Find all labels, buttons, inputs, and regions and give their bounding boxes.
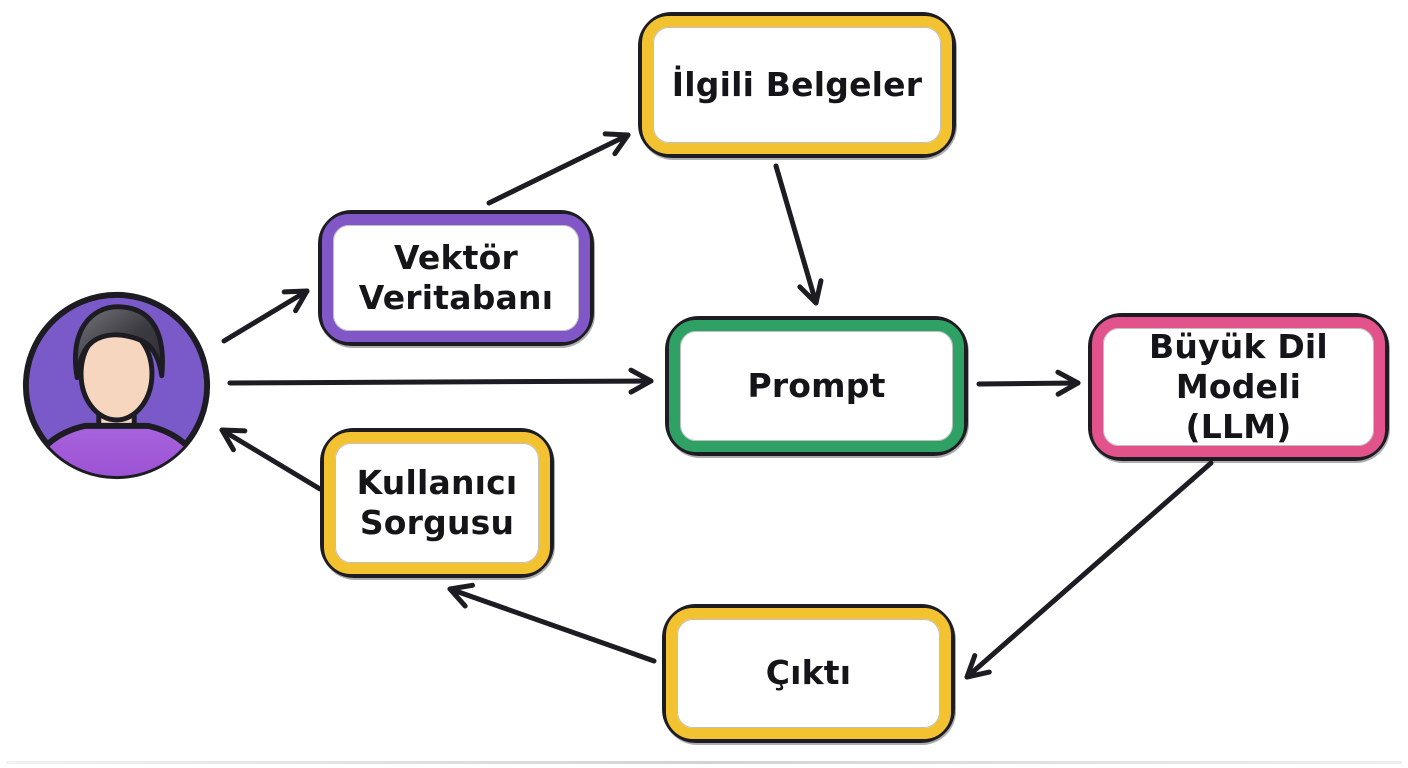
- arrow-vektor-veritabani-to-ilgili-belgeler: [486, 131, 631, 206]
- node-ilgili-belgeler-frame: İlgili Belgeler: [642, 16, 952, 154]
- user-avatar-icon: [22, 291, 211, 480]
- node-vektor-veritabani-frame: Vektör Veritabanı: [322, 214, 590, 342]
- arrow-kullanici-sorgusu-to-user: [219, 427, 323, 492]
- node-prompt: Prompt: [665, 316, 968, 456]
- node-kullanici-sorgusu-label: Kullanıcı Sorgusu: [356, 462, 518, 542]
- node-buyuk-dil-modeli-frame: Büyük Dil Modeli (LLM): [1092, 317, 1385, 457]
- node-cikti-label: Çıktı: [765, 653, 852, 693]
- node-buyuk-dil-modeli: Büyük Dil Modeli (LLM): [1088, 313, 1389, 461]
- node-kullanici-sorgusu: Kullanıcı Sorgusu: [320, 428, 554, 578]
- node-cikti: Çıktı: [662, 604, 955, 743]
- node-vektor-veritabani: Vektör Veritabanı: [318, 210, 594, 346]
- arrow-prompt-to-buyuk-dil-modeli: [976, 369, 1081, 397]
- node-prompt-frame: Prompt: [669, 320, 964, 452]
- node-vektor-veritabani-label: Vektör Veritabanı: [358, 237, 554, 317]
- node-cikti-frame: Çıktı: [666, 608, 951, 739]
- node-kullanici-sorgusu-frame: Kullanıcı Sorgusu: [324, 432, 550, 574]
- arrow-cikti-to-kullanici-sorgusu: [447, 582, 657, 664]
- arrow-ilgili-belgeler-to-prompt: [773, 163, 824, 306]
- node-buyuk-dil-modeli-label: Büyük Dil Modeli (LLM): [1149, 326, 1328, 447]
- arrow-buyuk-dil-modeli-to-cikti: [964, 460, 1214, 680]
- bottom-sketch-line: [6, 761, 1402, 764]
- node-ilgili-belgeler-label: İlgili Belgeler: [671, 64, 923, 104]
- node-ilgili-belgeler: İlgili Belgeler: [638, 12, 956, 158]
- node-prompt-label: Prompt: [747, 365, 886, 405]
- arrow-user-to-vektor-veritabani: [221, 288, 310, 344]
- arrow-user-to-prompt: [227, 367, 654, 395]
